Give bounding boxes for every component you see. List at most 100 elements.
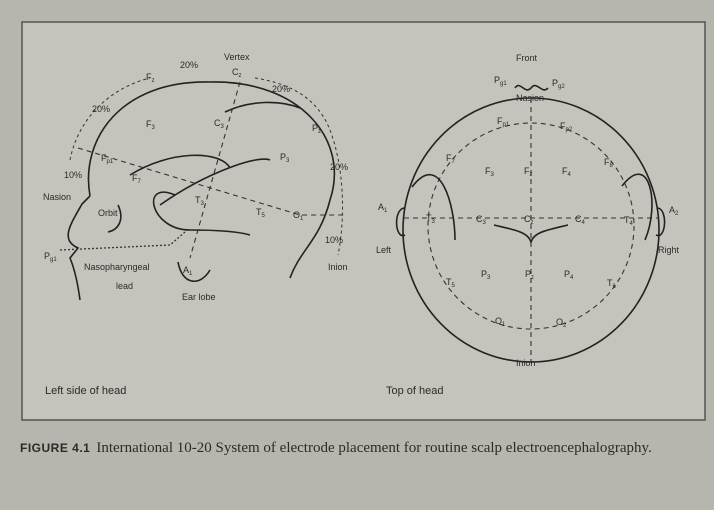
coronal-line [189,81,241,259]
label-main: P [494,75,500,85]
label-main: F [560,121,566,131]
label-subscript: 4 [570,275,574,281]
electrode-label: T3 [426,213,436,225]
electrode-label: Inion [328,262,348,272]
face-profile [67,195,91,301]
label-subscript: 6 [613,284,617,290]
label-main: Inion [516,358,536,368]
label-main: F [146,119,152,129]
label-subscript: 3 [286,158,290,164]
electrode-label: T6 [607,278,617,290]
label-main: 20% [330,162,348,172]
electrode-label: O2 [556,317,567,329]
label-main: T [426,213,432,223]
label-main: Nasopharyngeal [84,262,150,272]
label-main: Ear lobe [182,292,216,302]
electrode-label: P4 [564,269,574,281]
label-main: C [214,118,221,128]
label-main: O [495,316,502,326]
electrode-label: Ear lobe [182,292,216,302]
electrode-label: Inion [516,358,536,368]
label-main: Vertex [224,52,250,62]
figure-label: FIGURE 4.1 [20,441,91,455]
electrode-label: Fp1 [497,116,510,128]
label-subscript: 3 [483,220,487,226]
electrode-label: A2 [669,205,679,217]
label-main: lead [116,281,133,291]
electrode-label: Orbit [98,208,118,218]
label-subscript: 3 [152,125,156,131]
electrode-label: Fp2 [560,121,573,133]
electrode-label: T4 [624,215,634,227]
electrode-label: C3 [214,118,225,130]
label-main: C [524,214,531,224]
label-subscript: p1 [107,159,114,165]
electrode-label: Pz [525,269,534,281]
label-main: A [669,205,675,215]
label-main: T [607,278,613,288]
left-panel-caption: Left side of head [45,385,126,397]
label-subscript: 7 [138,179,142,185]
electrode-label: Nasopharyngeal [84,262,150,272]
nasopharyngeal-lead [59,231,186,251]
label-subscript: 4 [630,221,634,227]
label-main: P [44,251,50,261]
label-subscript: 1 [300,216,304,222]
electrode-label: 20% [180,60,198,70]
label-main: C [232,67,239,77]
electrode-label: Pg1 [494,75,507,87]
electrode-ring [427,122,635,330]
label-main: P [525,269,531,279]
label-subscript: z [531,220,534,226]
ear-curve [152,191,251,236]
label-subscript: 5 [262,213,266,219]
electrode-label: C4 [575,214,586,226]
ear-lobe [177,261,211,282]
electrode-label: 10% [325,235,343,245]
label-subscript: g1 [500,81,507,87]
label-main: F [524,166,530,176]
label-subscript: z [239,73,242,79]
figure-caption: FIGURE 4.1 International 10-20 System of … [20,438,700,459]
label-subscript: g2 [558,84,565,90]
electrode-label: F3 [146,119,156,131]
label-subscript: 4 [582,220,586,226]
electrode-label: F7 [132,173,142,185]
label-main: A [378,202,384,212]
top-head-diagram [395,84,666,363]
label-subscript: 2 [563,323,567,329]
earlobes [395,207,666,237]
label-main: 20% [180,60,198,70]
electrode-label: 20% [330,162,348,172]
electrode-label: Cz [232,67,242,79]
label-main: F [446,153,452,163]
right-panel-caption: Top of head [386,385,444,397]
label-main: Left [376,245,392,255]
label-subscript: 3 [491,172,495,178]
lateral-line [77,147,345,216]
electrode-label: T5 [256,207,266,219]
caption-text: International 10-20 System of electrode … [96,440,652,456]
ears [411,173,653,241]
electrode-label: C3 [476,214,487,226]
label-main: 10% [64,170,82,180]
label-subscript: 1 [189,271,193,277]
label-subscript: g1 [50,257,57,263]
electrode-label: Fp1 [101,153,114,165]
nose [514,84,549,91]
label-main: F [101,153,107,163]
label-main: A [183,265,189,275]
head-outline [87,81,336,279]
electrode-label: O1 [495,316,506,328]
label-main: C [575,214,582,224]
label-subscript: 1 [384,208,388,214]
label-subscript: 4 [568,172,572,178]
label-subscript: p2 [566,127,573,133]
label-main: F [485,166,491,176]
label-subscript: 7 [452,159,456,165]
figure-frame [21,21,706,421]
label-main: P [564,269,570,279]
